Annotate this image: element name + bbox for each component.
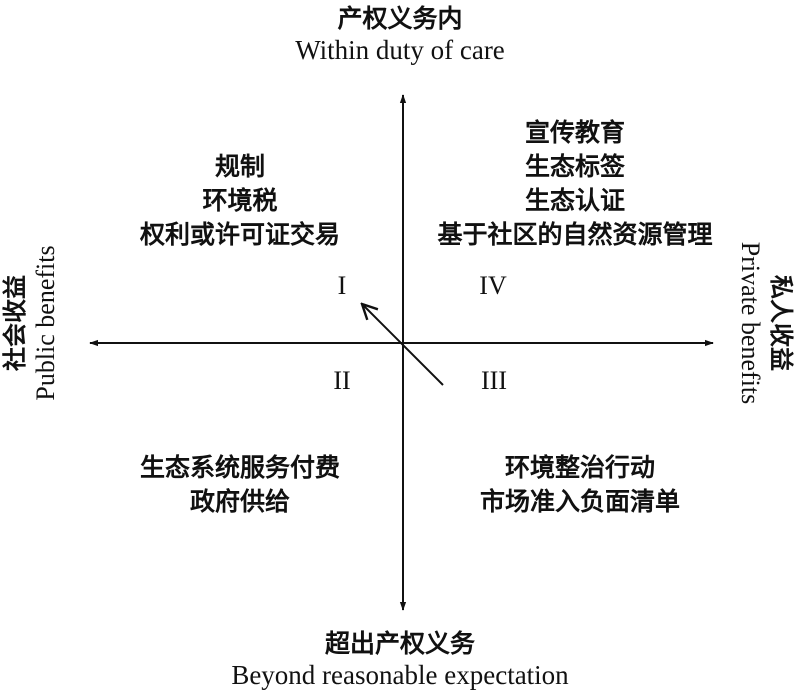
quadrant-iii-numeral: III bbox=[481, 366, 507, 395]
quadrant-ii-item: 政府供给 bbox=[189, 487, 290, 516]
right-axis-label-zh: 私人收益 bbox=[767, 275, 795, 371]
quadrant-iv-item: 生态标签 bbox=[524, 152, 625, 181]
quadrant-ii-items: 生态系统服务付费 政府供给 bbox=[95, 451, 385, 519]
quadrant-ii-numeral: II bbox=[333, 366, 351, 395]
quadrant-i-item: 环境税 bbox=[202, 186, 278, 215]
top-axis-label-en: Within duty of care bbox=[295, 35, 505, 66]
top-axis-label-zh: 产权义务内 bbox=[337, 4, 463, 33]
diagonal-arrow bbox=[362, 304, 444, 386]
quadrant-iv-numeral: IV bbox=[479, 271, 507, 300]
bottom-axis-label-zh: 超出产权义务 bbox=[324, 629, 475, 658]
quadrant-iv-item: 宣传教育 bbox=[524, 118, 625, 147]
quadrant-iv-items: 宣传教育 生态标签 生态认证 基于社区的自然资源管理 bbox=[400, 116, 750, 252]
quadrant-iii-item: 环境整治行动 bbox=[504, 453, 655, 482]
quadrant-iii-item: 市场准入负面清单 bbox=[479, 487, 680, 516]
bottom-axis-label-en: Beyond reasonable expectation bbox=[231, 660, 569, 691]
left-axis-label-en: Public benefits bbox=[31, 245, 60, 401]
quadrant-iii-items: 环境整治行动 市场准入负面清单 bbox=[430, 451, 730, 519]
quadrant-ii-item: 生态系统服务付费 bbox=[139, 453, 340, 482]
left-axis-label: 社会收益 Public benefits bbox=[0, 203, 66, 443]
quadrant-i-items: 规制 环境税 权利或许可证交易 bbox=[100, 150, 380, 252]
top-axis-label: 产权义务内 Within duty of care bbox=[200, 3, 600, 68]
bottom-axis-label: 超出产权义务 Beyond reasonable expectation bbox=[140, 628, 660, 693]
quadrant-iv-item: 基于社区的自然资源管理 bbox=[437, 220, 713, 249]
left-axis-label-zh: 社会收益 bbox=[1, 275, 29, 371]
quadrant-i-item: 规制 bbox=[214, 152, 265, 181]
quadrant-iv-item: 生态认证 bbox=[524, 186, 625, 215]
quadrant-i-numeral: I bbox=[337, 271, 347, 300]
quadrant-i-item: 权利或许可证交易 bbox=[139, 220, 340, 249]
